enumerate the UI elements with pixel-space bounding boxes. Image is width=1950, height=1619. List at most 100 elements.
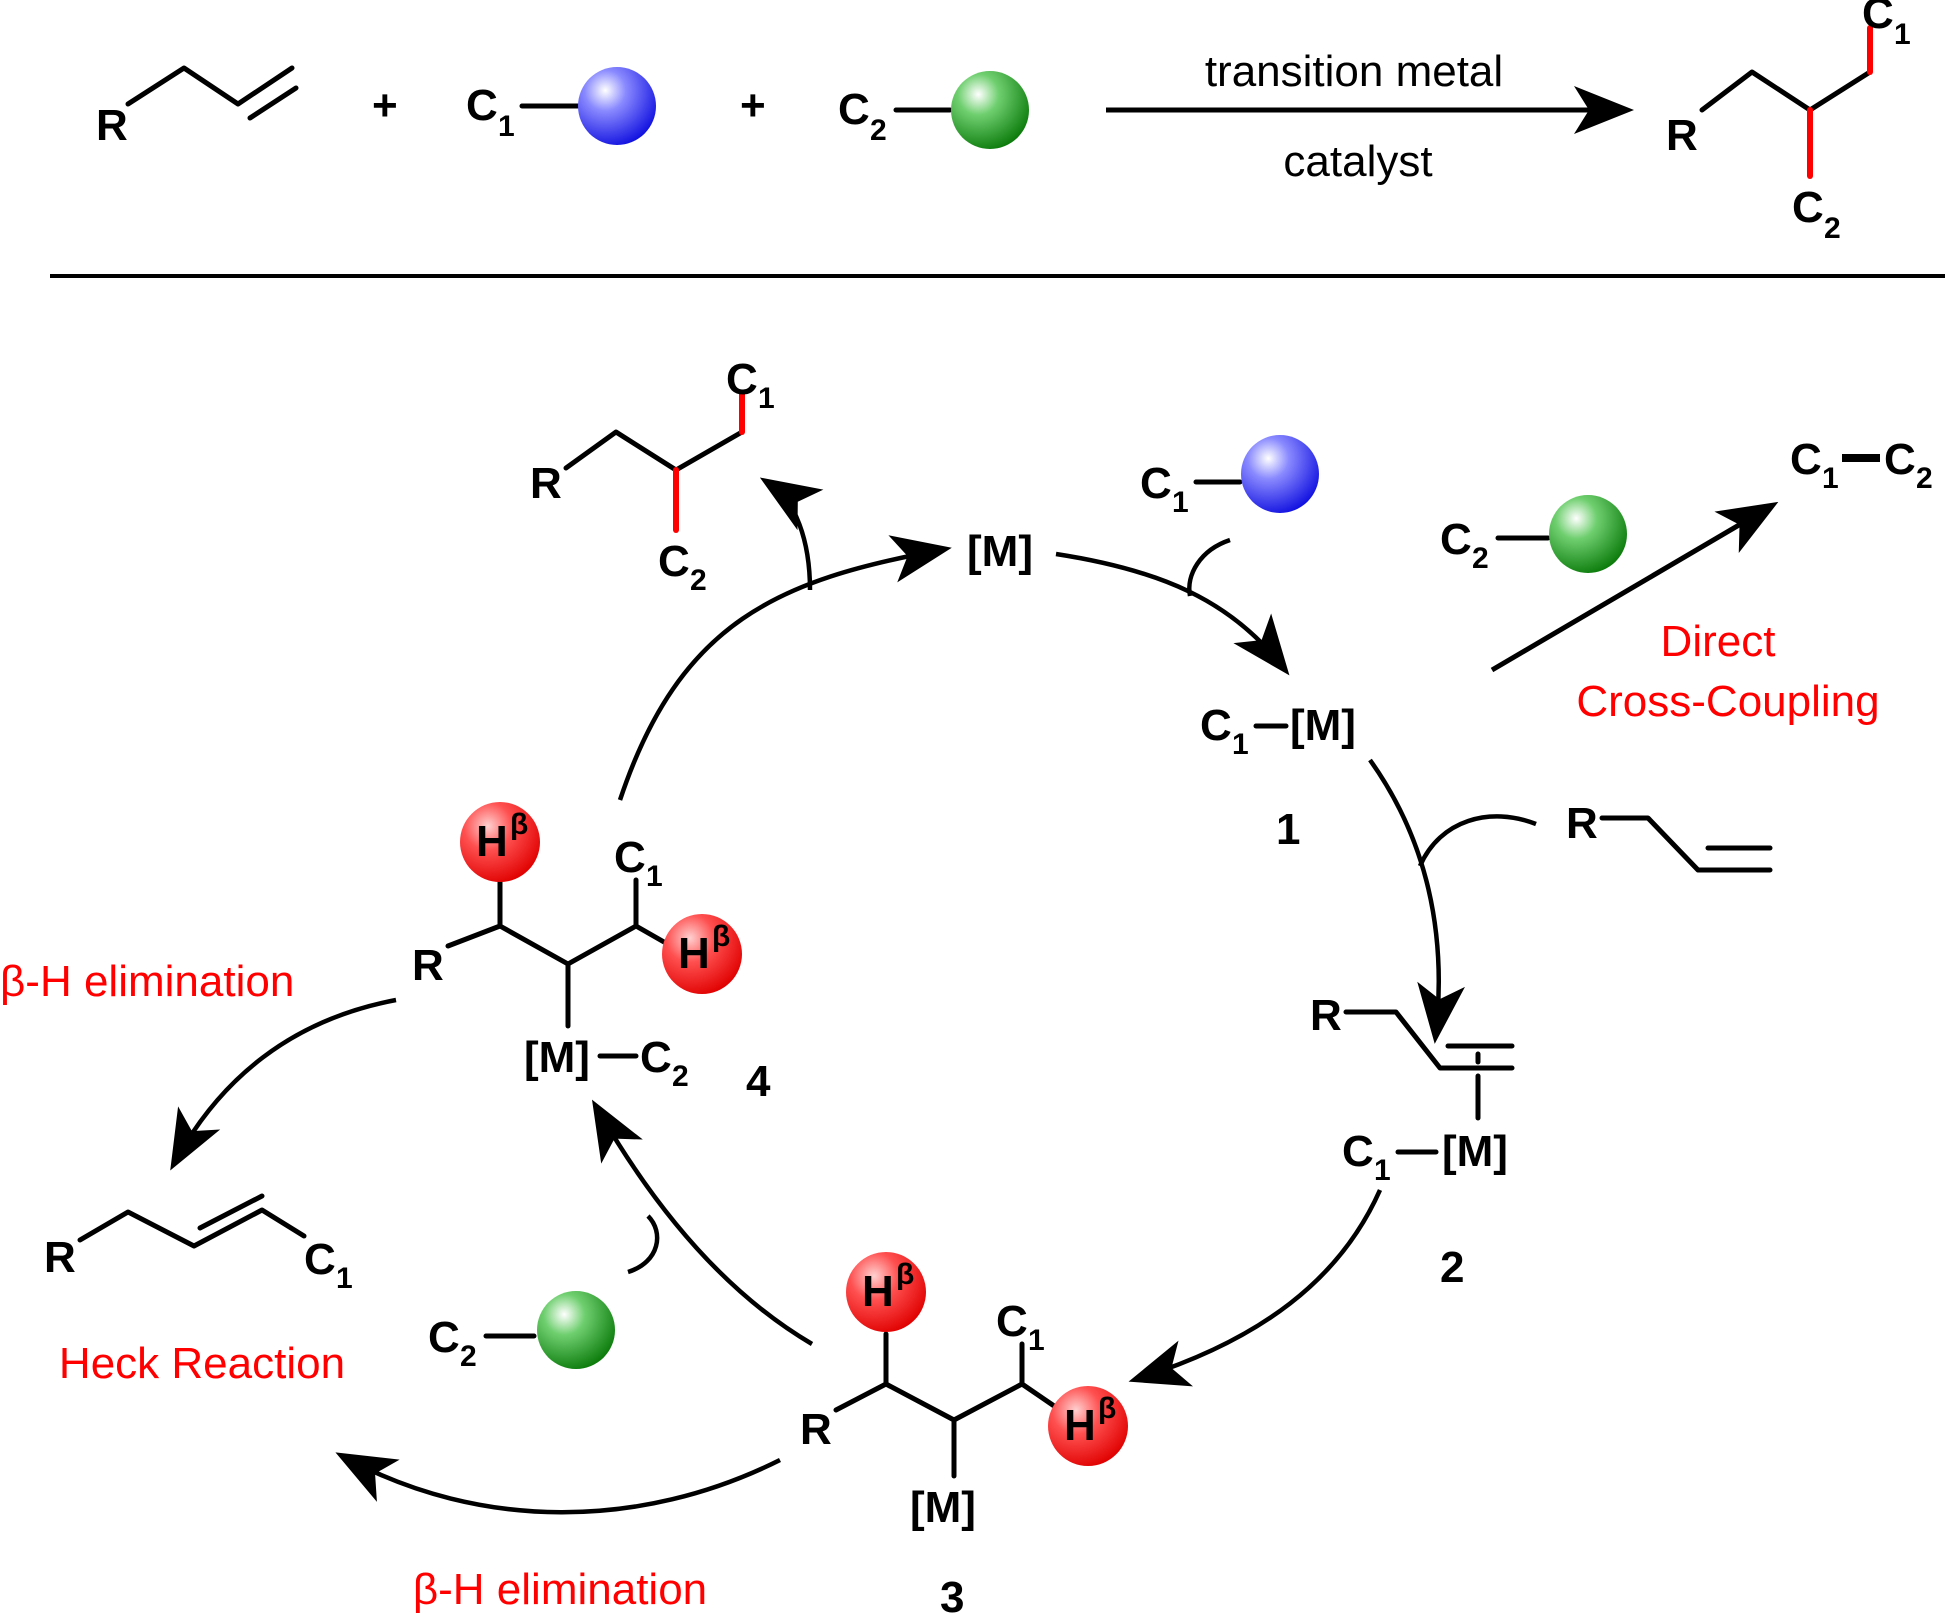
int3-h2: H (1064, 1401, 1096, 1450)
beta-elim-arrow-bottom (335, 1452, 782, 1515)
alkene-chain (125, 65, 295, 107)
product-c1-subscript: 1 (1894, 18, 1911, 51)
direct-label-2: Cross-Coupling (1576, 677, 1879, 726)
int4-h2: H (678, 929, 710, 978)
alkene-entry-curve (1417, 814, 1537, 867)
intermediate-number-1: 1 (1276, 805, 1300, 854)
heck-chain (77, 1207, 307, 1249)
direct-label-1: Direct (1661, 617, 1776, 666)
intermediate-2: R C 1 [M] 2 (1310, 991, 1515, 1292)
beta-hydrogen-sphere-icon (846, 1252, 926, 1332)
green-sphere-icon (1549, 495, 1627, 573)
c1-entry-curve (1187, 537, 1231, 597)
beta-hydrogen-sphere-icon (662, 914, 742, 994)
dc-c2-sub: 2 (1916, 462, 1933, 495)
int1-metal: [M] (1290, 701, 1356, 750)
condition-top: transition metal (1205, 47, 1503, 96)
beta-elim-label-bottom: β-H elimination (413, 1565, 707, 1614)
int2-chain (1343, 1009, 1515, 1071)
int2-c-label: C (1342, 1127, 1374, 1176)
int3-metal: [M] (910, 1483, 976, 1532)
dc-c1-sub: 1 (1822, 462, 1839, 495)
cycle-product-c2: C (658, 537, 690, 586)
direct-c2-label: C (1440, 515, 1472, 564)
cycle-c1-sub: 1 (1172, 486, 1189, 519)
int3-c1: C (996, 1297, 1028, 1346)
cycle-alkene: R (1566, 799, 1773, 873)
int3-h1-beta: β (896, 1258, 914, 1291)
product-r-label: R (1666, 111, 1698, 160)
intermediate-number-3: 3 (940, 1573, 964, 1619)
blue-sphere-icon (1241, 435, 1319, 513)
green-sphere-icon (537, 1291, 615, 1369)
int4-c1-sub: 1 (646, 860, 663, 893)
cycle-alkene-r: R (1566, 799, 1598, 848)
int2-r: R (1310, 991, 1342, 1040)
cycle-product-c1: C (726, 355, 758, 404)
catalytic-cycle: [M] R C 1 C 2 C 1 C 2 (0, 355, 1933, 1619)
cycle-arrow-3-to-4 (591, 1099, 814, 1346)
double-bond-line (247, 85, 299, 121)
product-c2-subscript: 2 (1824, 212, 1841, 245)
intermediate-1: C 1 [M] 1 (1200, 701, 1356, 854)
top-product: R C 1 C 2 (1666, 0, 1911, 245)
product-release-arrow (759, 477, 824, 591)
direct-coupling-product: C 1 C 2 (1790, 435, 1933, 495)
heck-r: R (44, 1233, 76, 1282)
int3-chain (833, 1381, 1063, 1423)
plus-sign-1: + (372, 81, 398, 130)
int2-metal: [M] (1442, 1127, 1508, 1176)
cycle-c2-reagent: C 2 (428, 1291, 615, 1373)
cycle-product-r: R (530, 459, 562, 508)
blue-sphere-icon (578, 67, 656, 145)
heck-label: Heck Reaction (59, 1339, 345, 1388)
int4-c2-sub: 2 (672, 1060, 689, 1093)
int4-chain (445, 923, 681, 967)
int4-r: R (412, 941, 444, 990)
c2-reagent: C 2 (838, 71, 1029, 149)
r-label: R (96, 101, 128, 150)
cycle-c2-label: C (428, 1313, 460, 1362)
cycle-arrow-4-to-m (617, 535, 952, 801)
c2-subscript: 2 (870, 114, 887, 147)
int3-h1: H (862, 1267, 894, 1316)
c2-label: C (838, 85, 870, 134)
product-c1-label: C (1862, 0, 1894, 38)
heck-double (197, 1193, 265, 1231)
int3-c1-sub: 1 (1028, 1324, 1045, 1357)
direct-coupling-arrow (1490, 501, 1779, 673)
int4-h2-beta: β (712, 920, 730, 953)
cycle-product: R C 1 C 2 (530, 355, 775, 597)
reaction-arrow: transition metal catalyst (1106, 47, 1634, 186)
cycle-c2-sub: 2 (460, 1340, 477, 1373)
c1-reagent: C 1 (466, 67, 656, 145)
dc-c2-label: C (1884, 435, 1916, 484)
product-chain (1699, 69, 1873, 113)
beta-elim-label-top: β-H elimination (0, 957, 294, 1006)
int4-c1: C (614, 833, 646, 882)
cycle-alkene-chain (1599, 815, 1773, 873)
cycle-arrow-m-to-1 (1055, 551, 1290, 676)
int4-h1: H (476, 817, 508, 866)
beta-elim-arrow-top (170, 997, 397, 1171)
int4-h1-beta: β (510, 808, 528, 841)
int4-metal: [M] (524, 1033, 590, 1082)
cycle-c1-label: C (1140, 459, 1172, 508)
top-equation: R + C 1 + C 2 transition metal catalyst (96, 0, 1911, 245)
cycle-arrow-2-to-3 (1128, 1189, 1383, 1387)
c1-label: C (466, 81, 498, 130)
condition-bottom: catalyst (1283, 137, 1432, 186)
c1-subscript: 1 (498, 110, 515, 143)
int1-c-sub: 1 (1232, 728, 1249, 761)
product-c2-label: C (1792, 183, 1824, 232)
cycle-product-c2-sub: 2 (690, 564, 707, 597)
heck-c1-sub: 1 (336, 1262, 353, 1295)
intermediate-4: R H β H β C 1 [M] C 2 4 (412, 802, 771, 1106)
green-sphere-icon (951, 71, 1029, 149)
beta-hydrogen-sphere-icon (460, 802, 540, 882)
cycle-arrow-1-to-2 (1368, 758, 1465, 1044)
heck-c1: C (304, 1235, 336, 1284)
int3-h2-beta: β (1098, 1392, 1116, 1425)
int3-r: R (800, 1405, 832, 1454)
cycle-c1-reagent: C 1 (1140, 435, 1319, 519)
